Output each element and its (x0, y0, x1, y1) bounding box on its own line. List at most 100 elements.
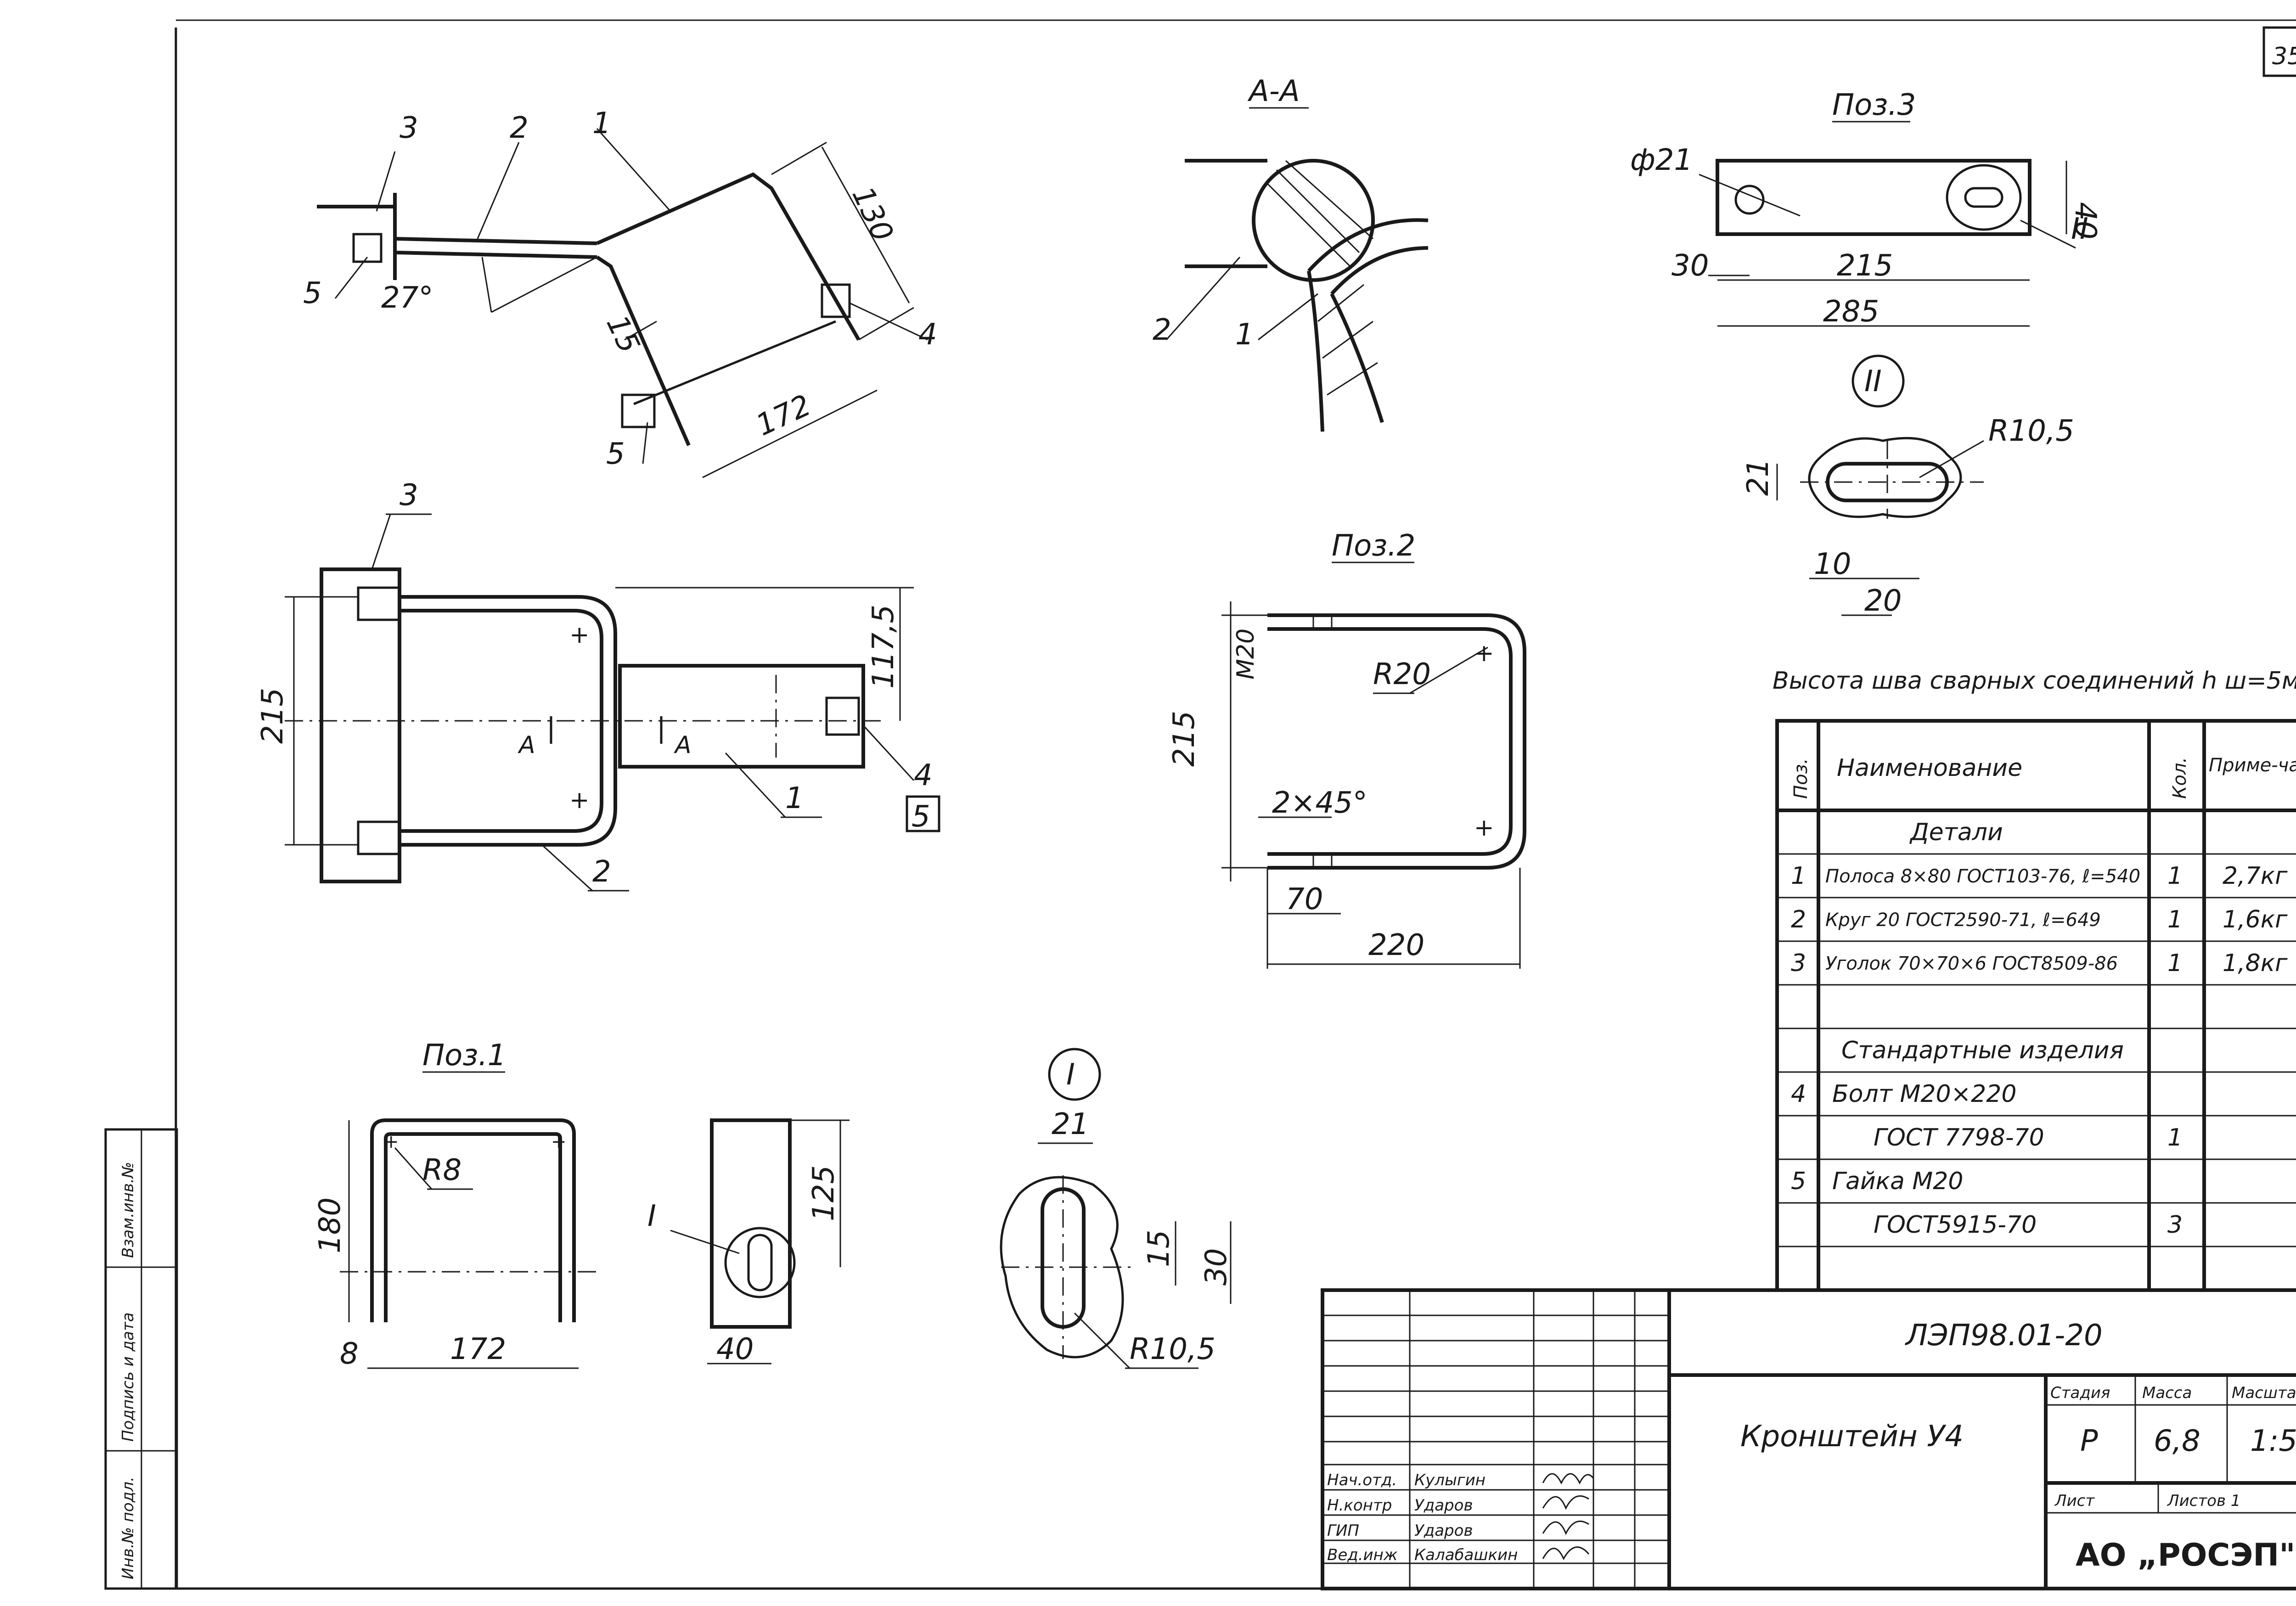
detail-i: I 21 15 30 R10,5 (1000, 1048, 1233, 1369)
plan-callout-1: 1 (785, 781, 804, 815)
iso-callout-1: 1 (592, 107, 611, 140)
spec-std4-qty: 3 (2167, 1211, 2183, 1239)
signer-2-role: Н.контр (1327, 1496, 1392, 1515)
pos2-dim-m20: M20 (1232, 629, 1260, 679)
detail-i-dim-15: 15 (1142, 1230, 1176, 1267)
spec-header-name: Наименование (1837, 754, 2022, 782)
spec-std2-qty: 1 (2167, 1124, 2183, 1151)
iso-callout-4: 4 (918, 318, 937, 352)
spec-std1-pos: 4 (1791, 1080, 1806, 1108)
signature-4 (1542, 1546, 1590, 1561)
spec-std1-name: Болт М20×220 (1832, 1080, 2016, 1108)
pos1-side-view: 125 40 I (647, 1118, 850, 1366)
spec-std3-pos: 5 (1791, 1168, 1806, 1195)
spec-row2-note: 1,6кг (2223, 906, 2288, 933)
mass-value: 6,8 (2154, 1424, 2200, 1458)
pos1-side-detail-ref: I (647, 1199, 656, 1233)
spec-row2-qty: 1 (2167, 906, 2183, 933)
pos1-dim-r8: R8 (422, 1153, 461, 1187)
signer-1-name: Кулыгин (1414, 1471, 1486, 1489)
pos2-plus-2: + (1474, 814, 1494, 842)
scale-label: Масштаб (2232, 1384, 2296, 1402)
spec-row1-qty: 1 (2167, 862, 2183, 890)
plan-callout-3: 3 (400, 478, 418, 512)
pos1-side-dim-40: 40 (716, 1332, 754, 1366)
mass-label: Масса (2142, 1384, 2192, 1402)
pos2-dim-r20: R20 (1373, 657, 1431, 691)
signature-3 (1542, 1520, 1589, 1535)
spec-section-standard: Стандартные изделия (1841, 1037, 2124, 1064)
spec-header-qty: Кол. (2169, 757, 2190, 799)
spec-header-note: Приме-чание (2209, 755, 2296, 776)
signature-2 (1542, 1495, 1589, 1510)
detail-ii-dim-20: 20 (1864, 584, 1902, 618)
stage-value: Р (2080, 1424, 2098, 1458)
plan-dim-215: 215 (256, 688, 290, 744)
pos2-dim-215: 215 (1167, 711, 1201, 767)
detail-i-dim-21: 21 (1052, 1107, 1089, 1141)
pos2-dim-220: 220 (1368, 928, 1424, 962)
stage-label: Стадия (2050, 1384, 2110, 1402)
sheet-frame: 35 (174, 19, 2296, 1590)
iso-callout-3: 3 (400, 111, 418, 145)
section-aa-callout-1: 1 (1235, 318, 1254, 352)
iso-dim-172: 172 (751, 388, 816, 443)
signer-1-role: Нач.отд. (1327, 1471, 1397, 1489)
spec-std4-name: ГОСТ5915-70 (1874, 1211, 2037, 1239)
plan-callout-4: 4 (914, 758, 933, 792)
iso-dim-angle: 27° (381, 281, 433, 315)
plan-callout-2: 2 (592, 855, 611, 889)
detail-i-dim-30: 30 (1199, 1248, 1233, 1286)
spec-row1-name: Полоса 8×80 ГОСТ103-76, ℓ=540 (1825, 866, 2140, 887)
sheet-label: Лист (2054, 1492, 2095, 1510)
pos1-view: Поз.1 + + 180 R8 8 172 (313, 1039, 597, 1371)
sheet-number: 35 (2272, 43, 2296, 70)
isometric-view: 3 2 1 5 4 5 27° 130 172 15 (303, 107, 937, 478)
signer-4-role: Вед.инж (1327, 1546, 1398, 1564)
detail-ii: II 21 R10,5 10 20 (1741, 354, 2074, 618)
pos3-dim-40: 40 (2068, 202, 2102, 239)
signer-2-name: Ударов (1414, 1496, 1473, 1515)
spec-row2-name: Круг 20 ГОСТ2590-71, ℓ=649 (1825, 910, 2101, 931)
section-aa-callout-2: 2 (1153, 313, 1171, 347)
pos3-dim-215: 215 (1837, 249, 1893, 283)
doc-code: ЛЭП98.01-20 (1905, 1319, 2103, 1353)
spec-std3-name: Гайка М20 (1832, 1168, 1963, 1195)
section-aa: А-А 2 1 (1153, 74, 1429, 432)
iso-callout-2: 2 (510, 111, 529, 145)
plan-section-a-2: А (674, 731, 692, 759)
signer-3-name: Ударов (1414, 1522, 1473, 1540)
pos3-label: Поз.3 (1832, 88, 1916, 122)
detail-ii-label: II (1864, 365, 1882, 399)
side-stamp: Инв.№ подл. Подпись и дата Взам.инв.№ (104, 1128, 178, 1590)
pos2-label: Поз.2 (1332, 529, 1415, 563)
weld-note: Высота шва сварных соединений h ш=5мм (1773, 667, 2296, 695)
spec-table: Поз. Наименование Кол. Приме-чание Детал… (1775, 719, 2296, 1292)
signer-4-name: Калабашкин (1414, 1546, 1518, 1564)
detail-i-label: I (1066, 1058, 1075, 1092)
detail-ii-dim-r: R10,5 (1988, 414, 2074, 448)
plan-section-a-1: А (518, 731, 535, 759)
spec-header-pos: Поз. (1790, 758, 1812, 799)
part-title: Кронштейн У4 (1740, 1420, 1964, 1454)
pos3-dim-phi21: ф21 (1630, 143, 1693, 177)
spec-row3-qty: 1 (2167, 949, 2183, 977)
spec-row3-name: Уголок 70×70×6 ГОСТ8509-86 (1825, 953, 2118, 974)
pos3-dim-30: 30 (1671, 249, 1709, 283)
scale-value: 1:5 (2250, 1424, 2296, 1458)
signature-1 (1542, 1473, 1594, 1485)
spec-row3-pos: 3 (1791, 949, 1806, 977)
signer-3-role: ГИП (1327, 1522, 1359, 1540)
pos2-view: Поз.2 + + M20 215 R20 2×45° 70 220 (1167, 529, 1526, 969)
pos3-view: Поз.3 ф21 30 215 285 40 II (1630, 88, 2102, 329)
pos2-dim-chamfer: 2×45° (1272, 786, 1367, 820)
detail-i-dim-r: R10,5 (1130, 1332, 1216, 1366)
iso-dim-15: 15 (599, 310, 646, 358)
company-stamp: АО „РОСЭП" (2076, 1537, 2296, 1573)
title-block: Нач.отд. Кулыгин Н.контр Ударов ГИП Удар… (1321, 1288, 2296, 1590)
pos1-dim-180: 180 (313, 1197, 347, 1253)
pos1-plus-2: + (551, 1131, 567, 1152)
pos2-dim-70: 70 (1286, 882, 1323, 916)
plan-dim-117-5: 117,5 (867, 605, 900, 689)
